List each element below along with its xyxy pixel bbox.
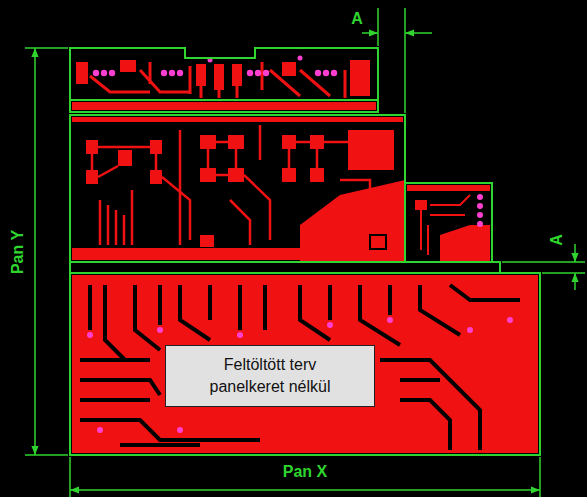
dimension-label: A <box>349 10 365 28</box>
dimension-label: Pan X <box>281 463 329 481</box>
middle-board <box>70 115 405 262</box>
top-board <box>70 48 378 112</box>
dimension-label: Pan Y <box>9 228 27 276</box>
note-text: Feltöltött terv panelkeret nélkül <box>190 354 350 397</box>
caption-box: Feltöltött terv panelkeret nélkül <box>165 345 375 407</box>
small-board <box>405 183 492 262</box>
bottom-board <box>70 262 540 455</box>
dimension-label: A <box>548 232 566 248</box>
dimension-lines <box>25 8 585 497</box>
